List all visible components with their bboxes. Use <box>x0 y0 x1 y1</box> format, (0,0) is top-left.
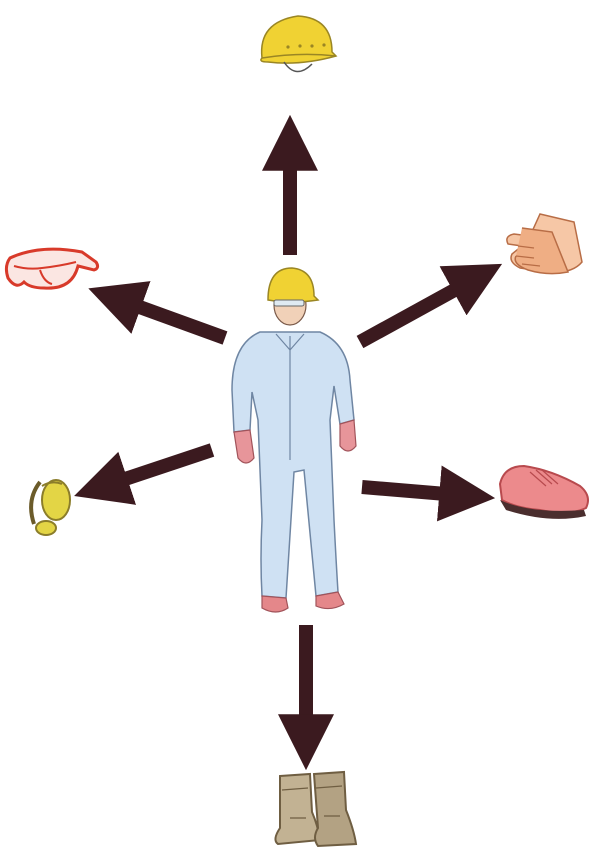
hard-hat-icon <box>261 16 336 72</box>
safety-shoe-icon <box>500 466 588 519</box>
arrow-to-ear-muffs <box>98 450 212 488</box>
worker-in-coveralls-icon <box>232 268 356 612</box>
arrow-to-safety-shoe <box>362 487 470 496</box>
arrow-to-gloves <box>360 276 480 342</box>
safety-goggles-icon <box>6 249 97 288</box>
ear-muffs-icon <box>31 480 70 535</box>
gloves-icon <box>507 214 582 274</box>
rubber-boots-icon <box>275 772 356 846</box>
arrow-to-goggles <box>112 297 225 338</box>
